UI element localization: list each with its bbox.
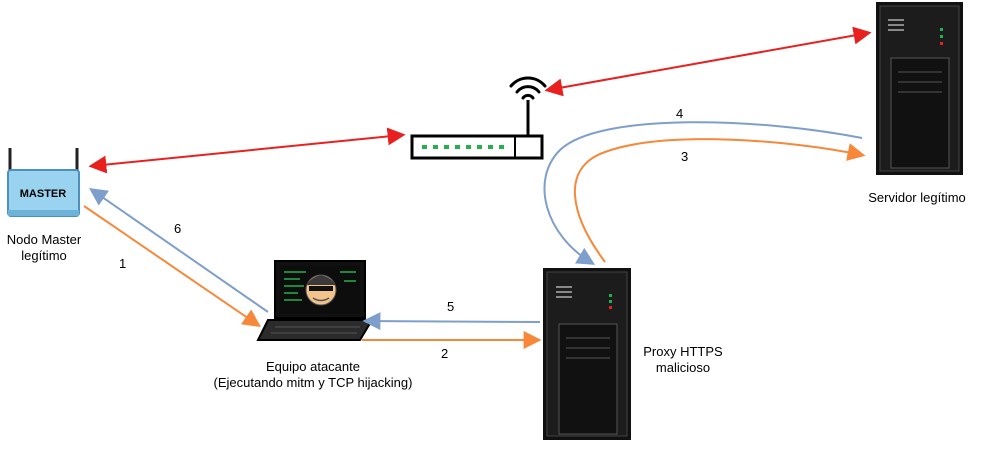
attacker-label-line2: (Ejecutando mitm y TCP hijacking) [213,375,413,390]
link-master-router [88,127,406,174]
master-node-label-line2: legítimo [21,248,67,263]
flow-number-1: 1 [119,256,127,271]
flow-number-4: 4 [676,106,684,121]
server-label-text: Servidor legítimo [868,190,966,205]
hacker-icon [305,274,337,306]
laptop-icon [256,260,374,341]
flow-4-arrow [543,121,863,265]
flow-5-arrow [362,312,541,331]
proxy-label: Proxy HTTPS malicioso [628,344,738,376]
server-icon [876,2,963,175]
flow-number-3: 3 [681,149,689,164]
proxy-label-line2: malicioso [655,360,711,375]
wifi-icon [509,76,547,100]
link-router-server [544,26,872,97]
flow-1-arrow [83,205,261,328]
master-badge: MASTER [20,188,67,200]
master-node-label-line1: Nodo Master [6,232,82,247]
access-point-icon: MASTER [7,148,80,217]
flow-6-arrow [89,187,269,313]
flow-3-arrow [573,138,866,263]
attacker-label-line1: Equipo atacante [266,359,360,374]
flow-number-5: 5 [447,299,455,314]
server-icon [543,268,631,440]
master-node-label: Nodo Master legítimo [0,232,88,264]
attacker-label: Equipo atacante (Ejecutando mitm y TCP h… [178,359,448,391]
router-icon [410,100,544,160]
flow-number-6: 6 [174,221,182,236]
server-label: Servidor legítimo [850,190,984,206]
flow-number-2: 2 [441,346,449,361]
proxy-label-line1: Proxy HTTPS [643,344,723,359]
